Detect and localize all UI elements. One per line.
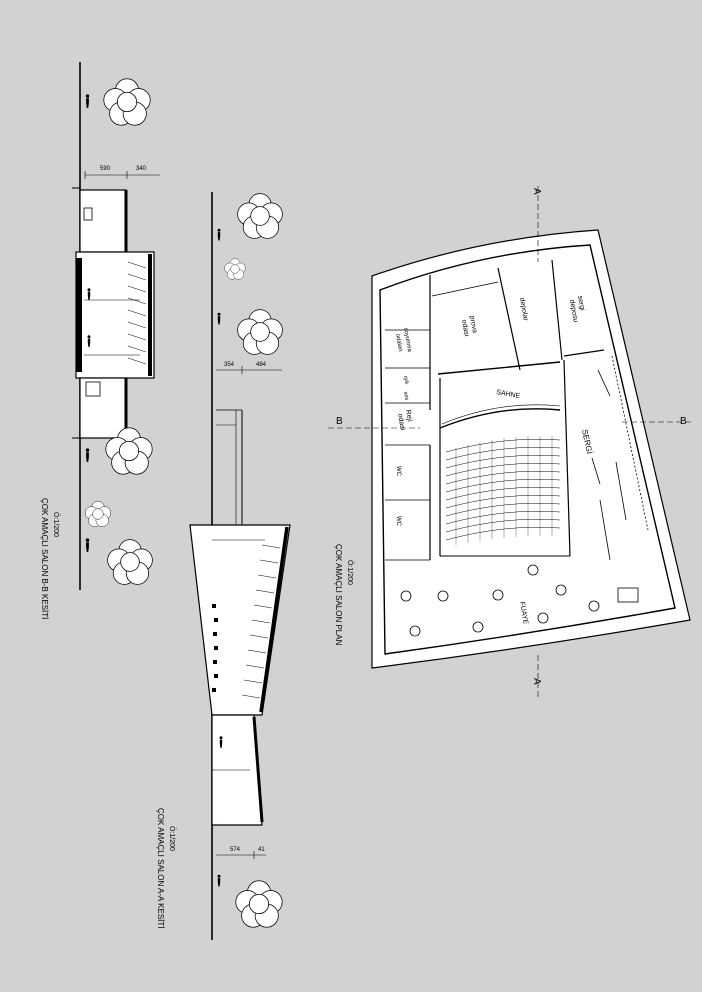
room-soyunma-line1: soyunma [402, 327, 412, 353]
room-prova-line1: prova [468, 315, 478, 334]
room-prova-line2: odası [460, 319, 470, 337]
section-bb-dim-b: 340 [136, 166, 147, 172]
section-bb-dim-a: 590 [100, 166, 111, 172]
room-isik-line2: ses [402, 391, 409, 401]
section-aa-dim-bottom-b: 41 [258, 847, 265, 853]
marker-a-top: A [531, 188, 542, 195]
section-bb: 590 340 [40, 62, 160, 619]
room-reji-line1: Reji [404, 409, 413, 423]
plan-scale: Ö:1/200 [346, 560, 354, 585]
floor-plan: A A B B depolar sergi deposu prova odası… [328, 186, 692, 700]
room-isik-line1: ışık [402, 375, 409, 385]
section-bb-scale: Ö:1/200 [52, 512, 60, 537]
room-wc-2: WC [395, 516, 401, 527]
section-aa: 354 484 [156, 192, 291, 940]
section-aa-scale: Ö:1/200 [168, 826, 176, 851]
section-aa-dim-top-a: 354 [224, 362, 235, 368]
section-bb-title: ÇOK AMAÇLI SALON B-B KESİTİ [40, 498, 49, 619]
marker-b-left: B [336, 416, 343, 427]
plan-title: ÇOK AMAÇLI SALON PLAN [334, 544, 343, 646]
room-sahne: SAHNE [496, 389, 521, 400]
room-soyunma-line2: odaları [394, 333, 403, 352]
marker-a-bottom: A [531, 678, 542, 685]
room-depolar: depolar [518, 297, 529, 322]
section-aa-dim-bottom-a: 574 [230, 847, 241, 853]
section-aa-title: ÇOK AMAÇLI SALON A-A KESİTİ [156, 808, 165, 928]
room-reji-line2: odası [396, 413, 406, 431]
room-sergi-deposu-line1: sergi [576, 295, 586, 312]
room-wc-1: WC [395, 466, 401, 477]
room-sergi-deposu-line2: deposu [568, 299, 579, 323]
room-fuaye: FUAYE [518, 601, 529, 625]
marker-b-right: B [680, 416, 687, 427]
section-aa-dim-top-b: 484 [256, 362, 267, 368]
